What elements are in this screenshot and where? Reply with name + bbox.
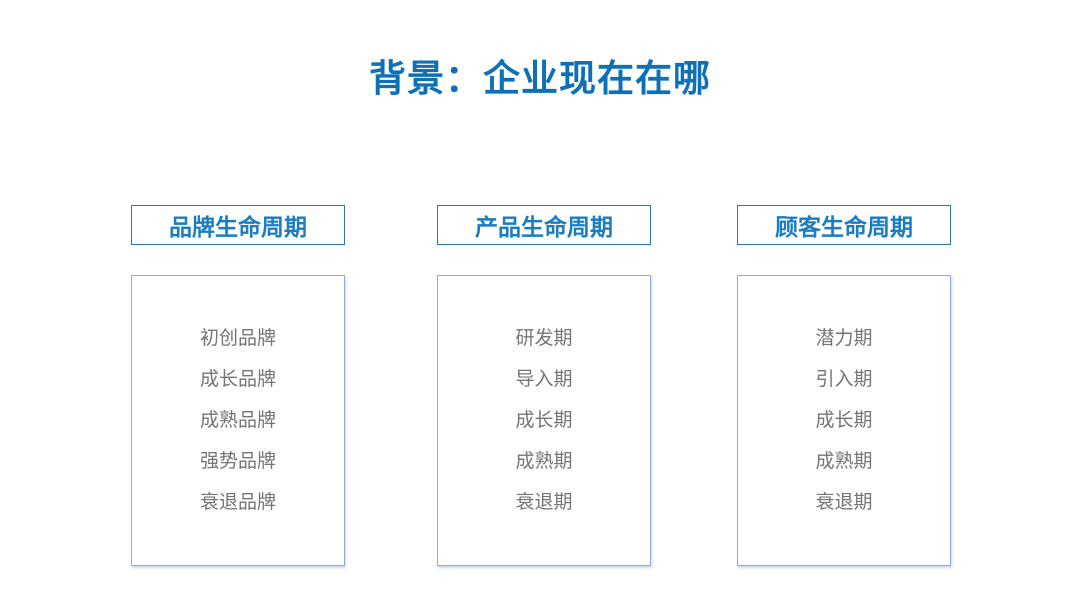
- column-header-label: 顾客生命周期: [775, 214, 913, 240]
- list-item: 成熟期: [815, 451, 873, 472]
- page-title: 背景：企业现在在哪: [369, 58, 711, 99]
- column-product-lifecycle: 产品生命周期 研发期 导入期 成长期 成熟期 衰退期: [437, 205, 651, 566]
- list-item: 成长品牌: [199, 369, 276, 390]
- list-item: 成长期: [815, 410, 873, 431]
- list-box-customer: 潜力期 引入期 成长期 成熟期 衰退期: [737, 275, 951, 566]
- list-item: 成长期: [515, 410, 573, 431]
- list-item: 成熟品牌: [199, 410, 276, 431]
- list-item: 导入期: [515, 369, 573, 390]
- header-box-product: 产品生命周期: [437, 205, 651, 245]
- column-header-label: 品牌生命周期: [169, 214, 307, 240]
- column-customer-lifecycle: 顾客生命周期 潜力期 引入期 成长期 成熟期 衰退期: [737, 205, 951, 566]
- list-item: 衰退期: [815, 492, 873, 513]
- list-item: 强势品牌: [199, 451, 276, 472]
- header-box-brand: 品牌生命周期: [131, 205, 345, 245]
- list-item: 衰退期: [515, 492, 573, 513]
- list-box-product: 研发期 导入期 成长期 成熟期 衰退期: [437, 275, 651, 566]
- list-item: 成熟期: [515, 451, 573, 472]
- list-item: 研发期: [515, 328, 573, 349]
- column-header-label: 产品生命周期: [475, 214, 613, 240]
- column-brand-lifecycle: 品牌生命周期 初创品牌 成长品牌 成熟品牌 强势品牌 衰退品牌: [131, 205, 345, 566]
- list-item: 引入期: [815, 369, 873, 390]
- header-box-customer: 顾客生命周期: [737, 205, 951, 245]
- list-box-brand: 初创品牌 成长品牌 成熟品牌 强势品牌 衰退品牌: [131, 275, 345, 566]
- list-item: 潜力期: [815, 328, 873, 349]
- list-item: 初创品牌: [199, 328, 276, 349]
- list-item: 衰退品牌: [199, 492, 276, 513]
